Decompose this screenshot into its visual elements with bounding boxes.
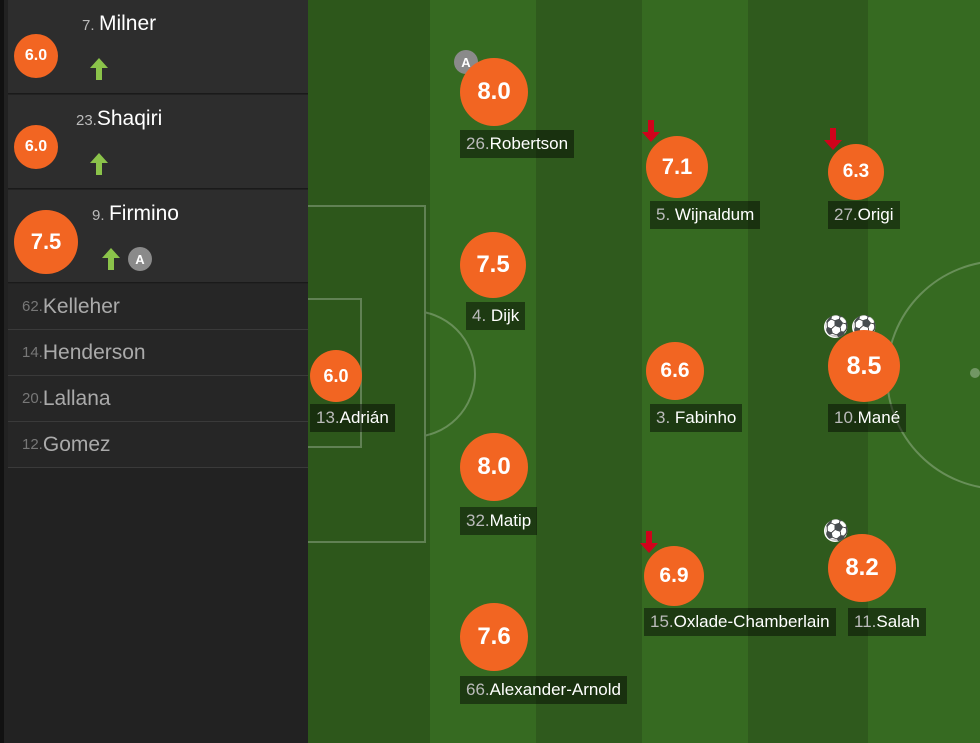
player-label: 10.Mané: [828, 404, 907, 432]
captain-badge-icon: A: [128, 247, 152, 271]
player-label: 66.Alexander-Arnold: [460, 676, 627, 704]
bench-row[interactable]: 62.Kelleher: [8, 284, 312, 330]
sub-out-arrow-icon: [824, 128, 842, 150]
rating-badge: 8.0: [460, 433, 528, 501]
player-name: 9. Firmino: [92, 202, 179, 225]
pitch: A 8.0 26.Robertson 7.5 4. Dijk 8.0 32.Ma…: [308, 0, 980, 743]
rating-badge: 8.0: [460, 58, 528, 126]
substitute-row[interactable]: 6.0 23.Shaqiri: [8, 95, 312, 189]
pitch-stripe: [536, 0, 642, 743]
substitutes-panel: 6.0 7. Milner 6.0 23.Shaqiri 7.5 9. Firm…: [0, 0, 312, 743]
player-label: 13.Adrián: [310, 404, 395, 432]
bench-row[interactable]: 14.Henderson: [8, 330, 312, 376]
bench-row[interactable]: 12.Gomez: [8, 422, 312, 468]
player-label: 32.Matip: [460, 507, 538, 535]
rating-badge: 6.3: [828, 144, 884, 200]
rating-badge: 7.5: [14, 210, 78, 274]
sub-out-arrow-icon: [640, 531, 658, 553]
player-name: 7. Milner: [82, 12, 157, 35]
rating-badge: 8.5: [828, 330, 900, 402]
goal-ball-icon: ⚽: [824, 316, 849, 338]
player-label: 3. Fabinho: [650, 404, 743, 432]
player-label: 27.Origi: [828, 201, 900, 229]
rating-badge: 6.0: [14, 125, 58, 169]
sub-in-arrow-icon: [90, 58, 108, 80]
rating-badge: 8.2: [828, 534, 896, 602]
substitute-row[interactable]: 7.5 9. Firmino A: [8, 190, 312, 283]
center-spot: [970, 368, 980, 378]
bench-row[interactable]: 20.Lallana: [8, 376, 312, 422]
rating-badge: 6.9: [644, 546, 704, 606]
sub-out-arrow-icon: [642, 120, 660, 142]
player-label: 5. Wijnaldum: [650, 201, 761, 229]
goal-ball-icon: ⚽: [824, 520, 849, 542]
player-label: 26.Robertson: [460, 130, 575, 158]
player-label: 11.Salah: [848, 608, 926, 636]
player-name: 23.Shaqiri: [76, 107, 163, 130]
penalty-box: [308, 205, 426, 543]
rating-badge: 7.5: [460, 232, 526, 298]
rating-badge: 6.6: [646, 342, 704, 400]
sub-in-arrow-icon: [102, 248, 120, 270]
player-label: 4. Dijk: [466, 302, 526, 330]
substitute-row[interactable]: 6.0 7. Milner: [8, 0, 312, 94]
rating-badge: 7.1: [646, 136, 708, 198]
sub-in-arrow-icon: [90, 153, 108, 175]
rating-badge: 6.0: [14, 34, 58, 78]
rating-badge: 6.0: [310, 350, 362, 402]
rating-badge: 7.6: [460, 603, 528, 671]
player-label: 15.Oxlade-Chamberlain: [644, 608, 836, 636]
